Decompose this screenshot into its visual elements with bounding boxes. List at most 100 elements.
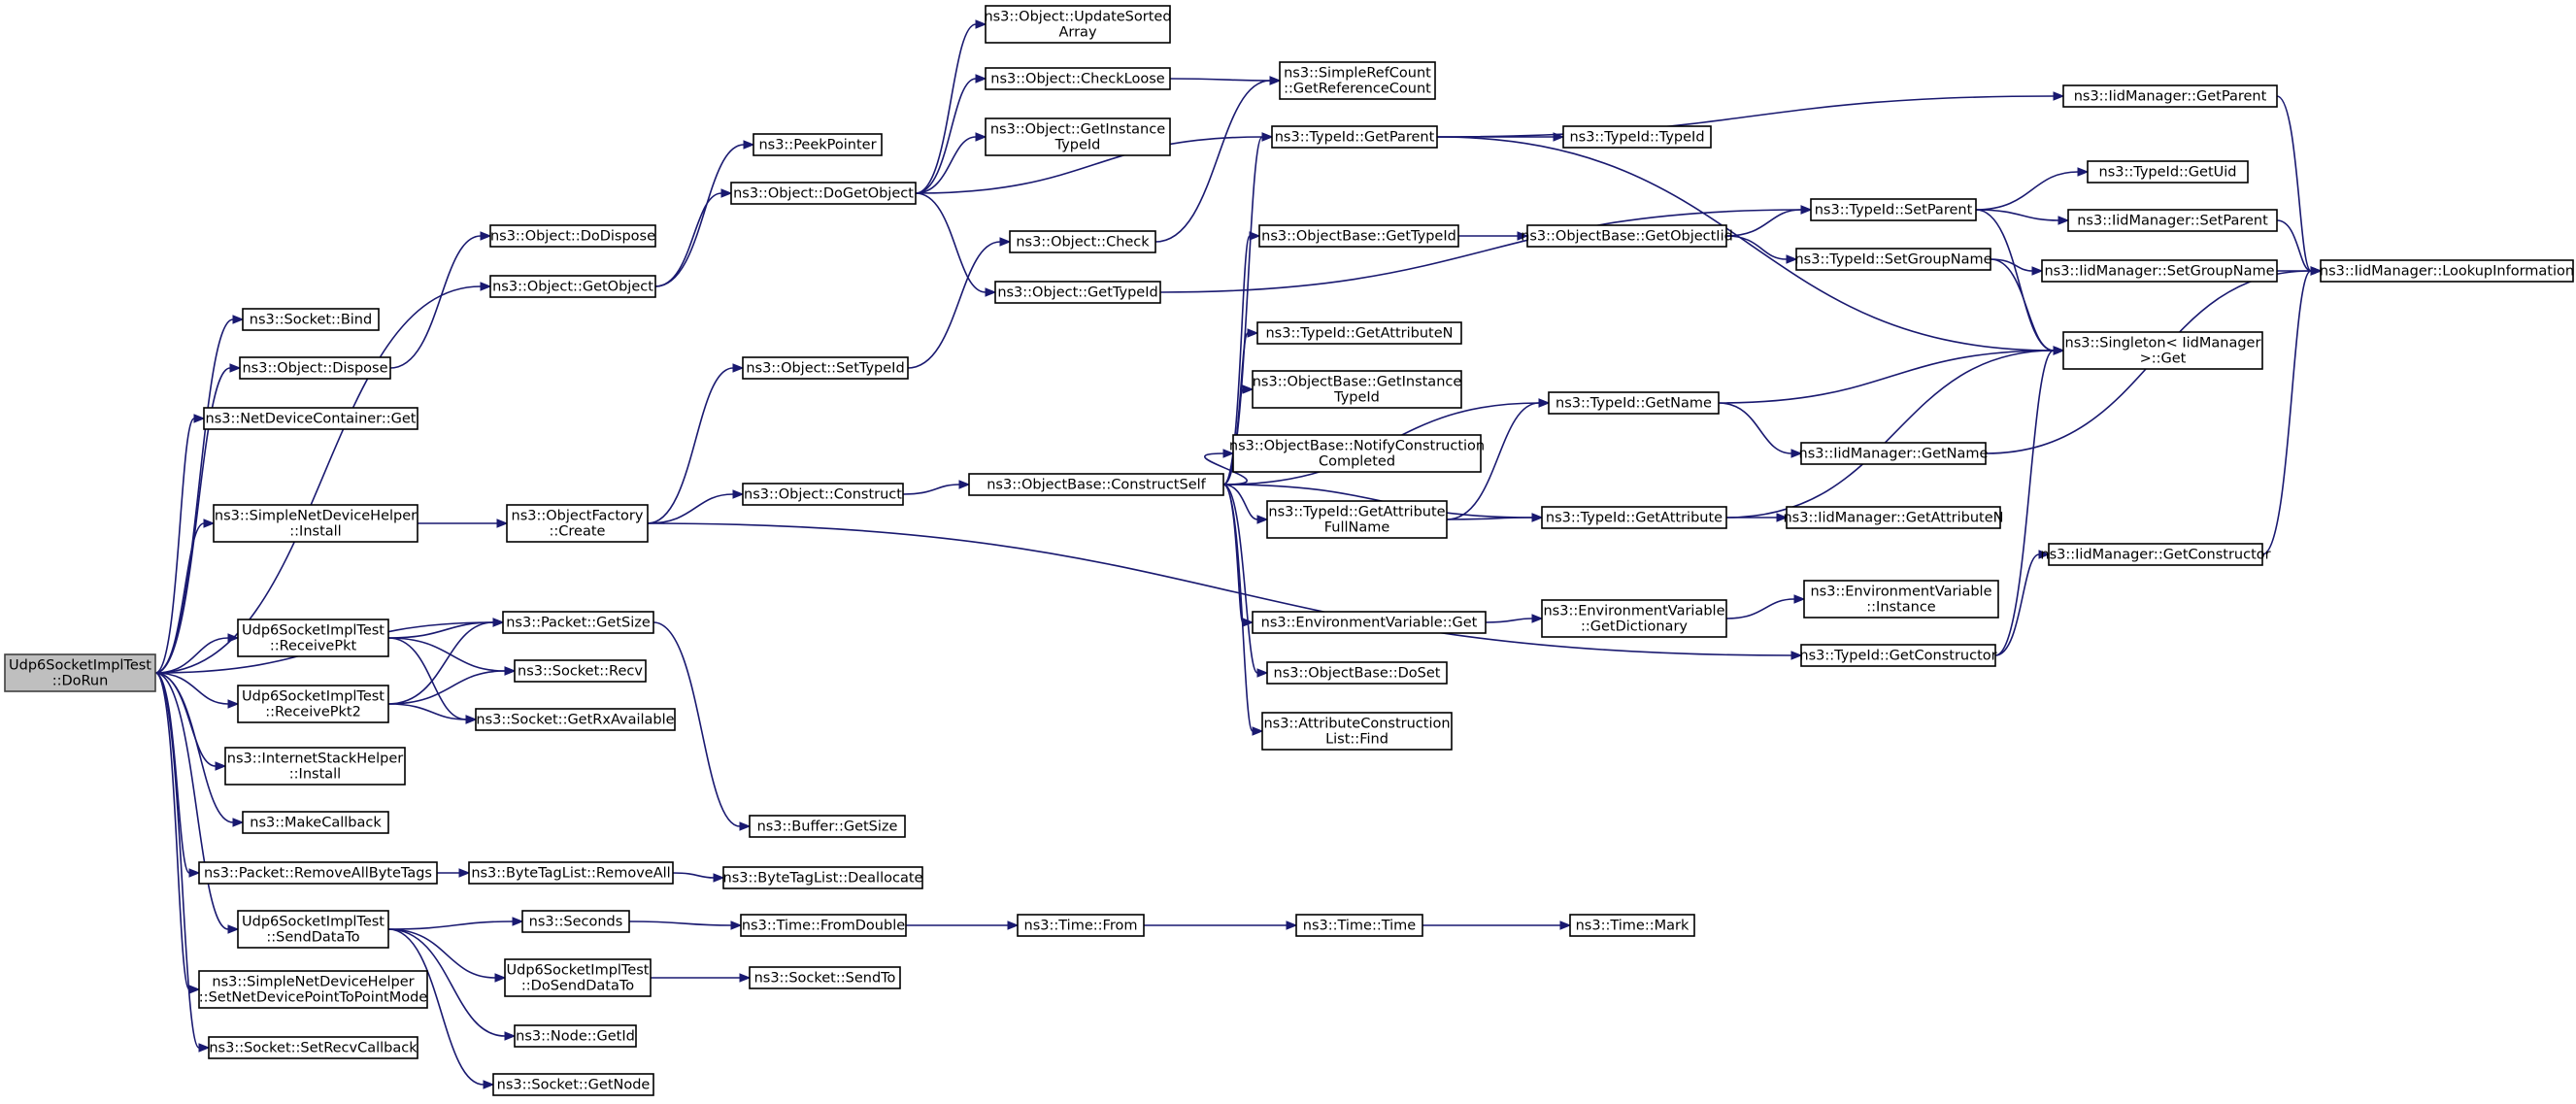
node-ns3-typeid-getattributen[interactable]: ns3::TypeId::GetAttributeN <box>1256 321 1462 345</box>
node-ns3-environmentvariable-instance[interactable]: ns3::EnvironmentVariable::Instance <box>1803 580 1999 619</box>
node-ns3-objectbase-constructself[interactable]: ns3::ObjectBase::ConstructSelf <box>968 473 1224 496</box>
node-ns3-node-getid[interactable]: ns3::Node::GetId <box>514 1024 637 1048</box>
node-ns3-iidmanager-getparent[interactable]: ns3::IidManager::GetParent <box>2062 84 2278 108</box>
arrowhead <box>483 1080 495 1089</box>
node-ns3-time-mark[interactable]: ns3::Time::Mark <box>1569 914 1695 937</box>
node-ns3-bytetaglist-removeall[interactable]: ns3::ByteTagList::RemoveAll <box>468 861 674 885</box>
edge-line <box>154 637 229 674</box>
node-ns3-objectfactory-create[interactable]: ns3::ObjectFactory::Create <box>506 504 649 543</box>
edge-line <box>1718 402 1792 454</box>
node-ns3-singleton-iidmanager-get[interactable]: ns3::Singleton< IidManager>::Get <box>2062 331 2263 370</box>
node-box <box>506 504 649 543</box>
arrowhead <box>232 818 245 827</box>
node-ns3-iidmanager-getname[interactable]: ns3::IidManager::GetName <box>1799 442 1989 465</box>
node-ns3-object-getobject[interactable]: ns3::Object::GetObject <box>489 275 656 298</box>
node-ns3-seconds[interactable]: ns3::Seconds <box>521 910 630 933</box>
edge-n7-n8 <box>915 19 987 194</box>
node-udp6socketimpltest-receivepkt2[interactable]: Udp6SocketImplTest::ReceivePkt2 <box>237 685 389 723</box>
node-ns3-objectbase-gettypeid[interactable]: ns3::ObjectBase::GetTypeId <box>1258 224 1459 248</box>
node-ns3-typeid-setparent[interactable]: ns3::TypeId::SetParent <box>1810 198 1977 221</box>
node-label: ns3::Socket::Recv <box>518 664 643 680</box>
node-ns3-environmentvariable-get[interactable]: ns3::EnvironmentVariable::Get <box>1252 611 1487 634</box>
node-ns3-object-dodispose[interactable]: ns3::Object::DoDispose <box>489 224 656 248</box>
node-ns3-object-settypeid[interactable]: ns3::Object::SetTypeId <box>742 356 909 380</box>
node-box <box>208 1036 418 1059</box>
node-ns3-iidmanager-lookupinformation[interactable]: ns3::IidManager::LookupInformation <box>2320 259 2574 283</box>
node-ns3-packet-removeallbytetags[interactable]: ns3::Packet::RemoveAllByteTags <box>198 861 438 885</box>
node-ns3-object-construct[interactable]: ns3::Object::Construct <box>742 483 904 506</box>
edge-line <box>387 928 506 1037</box>
node-ns3-objectbase-getobjectiid[interactable]: ns3::ObjectBase::GetObjectIid <box>1521 224 1733 248</box>
node-ns3-socket-getrxavailable[interactable]: ns3::Socket::GetRxAvailable <box>475 708 676 731</box>
node-ns3-buffer-getsize[interactable]: ns3::Buffer::GetSize <box>749 815 906 838</box>
node-ns3-time-time[interactable]: ns3::Time::Time <box>1295 914 1423 937</box>
arrowhead <box>2053 91 2065 101</box>
node-ns3-socket-setrecvcallback[interactable]: ns3::Socket::SetRecvCallback <box>208 1036 418 1059</box>
node-ns3-object-dogetobject[interactable]: ns3::Object::DoGetObject <box>730 182 917 205</box>
edge-line <box>1204 452 1248 485</box>
edge-line <box>387 621 494 705</box>
node-ns3-typeid-getconstructor[interactable]: ns3::TypeId::GetConstructor <box>1799 644 1997 667</box>
node-label: ns3::TypeId::GetConstructor <box>1799 649 1996 664</box>
node-ns3-object-check[interactable]: ns3::Object::Check <box>1009 230 1156 253</box>
node-udp6socketimpltest-receivepkt[interactable]: Udp6SocketImplTest::ReceivePkt <box>237 619 389 657</box>
node-ns3-bytetaglist-deallocate[interactable]: ns3::ByteTagList::Deallocate <box>722 866 923 889</box>
node-ns3-iidmanager-setparent[interactable]: ns3::IidManager::SetParent <box>2067 209 2278 232</box>
node-box <box>722 866 923 889</box>
edge-line <box>1159 209 1802 293</box>
node-ns3-internetstackhelper-install[interactable]: ns3::InternetStackHelper::Install <box>224 747 406 786</box>
node-ns3-socket-sendto[interactable]: ns3::Socket::SendTo <box>749 966 901 989</box>
node-ns3-peekpointer[interactable]: ns3::PeekPointer <box>753 133 883 156</box>
edge-line <box>1222 484 1254 732</box>
node-udp6socketimpltest-dosenddatato[interactable]: Udp6SocketImplTest::DoSendDataTo <box>504 958 652 997</box>
node-box <box>203 407 418 430</box>
node-box <box>1279 61 1436 100</box>
node-ns3-typeid-typeid[interactable]: ns3::TypeId::TypeId <box>1562 125 1712 149</box>
node-label: TypeId <box>1054 138 1101 153</box>
node-label: ns3::EnvironmentVariable::Get <box>1261 616 1478 631</box>
node-ns3-typeid-getuid[interactable]: ns3::TypeId::GetUid <box>2087 160 2249 184</box>
node-ns3-object-dispose[interactable]: ns3::Object::Dispose <box>239 356 391 380</box>
node-box <box>1258 224 1459 248</box>
node-ns3-netdevicecontainer-get[interactable]: ns3::NetDeviceContainer::Get <box>203 407 418 430</box>
node-ns3-iidmanager-getconstructor[interactable]: ns3::IidManager::GetConstructor <box>2040 543 2271 566</box>
node-ns3-object-gettypeid[interactable]: ns3::Object::GetTypeId <box>994 281 1161 304</box>
node-ns3-environmentvariable-getdictionary[interactable]: ns3::EnvironmentVariable::GetDictionary <box>1541 599 1727 638</box>
node-udp6socketimpltest-dorun[interactable]: Udp6SocketImplTest::DoRun <box>4 653 156 692</box>
node-ns3-object-checkloose[interactable]: ns3::Object::CheckLoose <box>985 67 1171 90</box>
node-ns3-typeid-setgroupname[interactable]: ns3::TypeId::SetGroupName <box>1794 248 1992 271</box>
node-ns3-time-fromdouble[interactable]: ns3::Time::FromDouble <box>740 914 907 937</box>
node-ns3-socket-bind[interactable]: ns3::Socket::Bind <box>242 308 380 331</box>
node-ns3-makecallback[interactable]: ns3::MakeCallback <box>242 811 389 834</box>
node-ns3-socket-getnode[interactable]: ns3::Socket::GetNode <box>492 1073 654 1096</box>
edge-n35-n31 <box>1204 449 1248 485</box>
node-ns3-typeid-getname[interactable]: ns3::TypeId::GetName <box>1548 391 1720 415</box>
node-ns3-socket-recv[interactable]: ns3::Socket::Recv <box>514 659 647 683</box>
node-ns3-objectbase-doset[interactable]: ns3::ObjectBase::DoSet <box>1266 661 1448 685</box>
node-box <box>2067 209 2278 232</box>
node-ns3-typeid-getattribute[interactable]: ns3::TypeId::GetAttribute <box>1541 506 1727 529</box>
node-ns3-time-from[interactable]: ns3::Time::From <box>1017 914 1145 937</box>
node-ns3-iidmanager-getattributen[interactable]: ns3::IidManager::GetAttributeN <box>1783 506 2004 529</box>
edge-n61-n62 <box>1422 920 1572 930</box>
node-ns3-simplenetdevicehelper-setnetdevicepointtopointmode[interactable]: ns3::SimpleNetDeviceHelper::SetNetDevice… <box>198 970 428 1009</box>
node-label: ns3::TypeId::GetParent <box>1275 130 1435 146</box>
arrowhead <box>1256 515 1269 524</box>
node-ns3-packet-getsize[interactable]: ns3::Packet::GetSize <box>502 611 654 634</box>
node-box <box>1261 712 1453 751</box>
edge-line <box>154 418 195 674</box>
node-ns3-objectbase-notifyconstruction-completed[interactable]: ns3::ObjectBase::NotifyConstructionCompl… <box>1229 434 1485 473</box>
node-ns3-simplerefcount-getreferencecount[interactable]: ns3::SimpleRefCount::GetReferenceCount <box>1279 61 1436 100</box>
node-label: ns3::TypeId::GetAttribute <box>1268 505 1445 520</box>
node-ns3-simplenetdevicehelper-install[interactable]: ns3::SimpleNetDeviceHelper::Install <box>213 504 418 543</box>
node-udp6socketimpltest-senddatato[interactable]: Udp6SocketImplTest::SendDataTo <box>237 910 389 949</box>
node-label: ns3::Socket::GetNode <box>497 1078 651 1093</box>
arrowhead <box>1776 513 1789 522</box>
node-ns3-iidmanager-setgroupname[interactable]: ns3::IidManager::SetGroupName <box>2041 259 2278 283</box>
node-ns3-typeid-getparent[interactable]: ns3::TypeId::GetParent <box>1271 125 1438 149</box>
